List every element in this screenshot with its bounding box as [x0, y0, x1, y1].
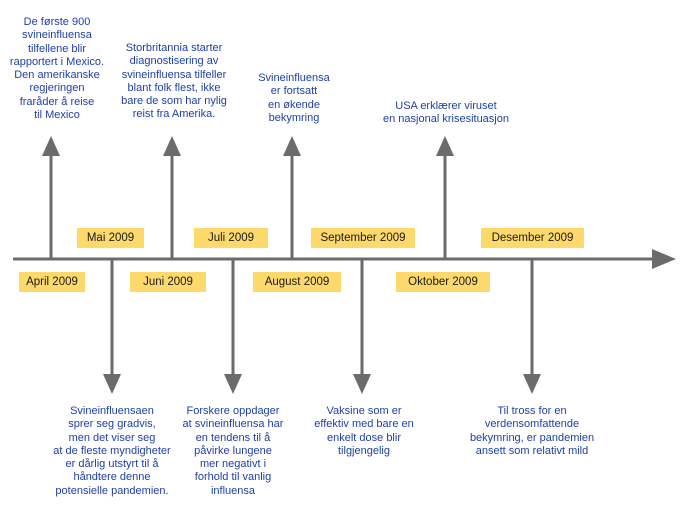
event-lungs-research: Forskere oppdager at svineinfluensa har … [182, 405, 284, 497]
month-label-august-2009: August 2009 [253, 272, 341, 292]
event-gradual-spread: Svineinfluensaen sprer seg gradvis, men … [53, 405, 171, 497]
axis-arrowhead [652, 249, 676, 269]
event-vaccine-available: Vaksine som er effektiv med bare en enke… [314, 405, 414, 457]
month-label-mai-2009: Mai 2009 [77, 228, 144, 248]
event-uk-diagnosis: Storbritannia starter diagnostisering av… [121, 42, 227, 121]
arrowhead-down-4 [523, 374, 541, 394]
month-label-juli-2009: Juli 2009 [194, 228, 268, 248]
arrowhead-up-4 [436, 136, 454, 156]
arrowhead-down-3 [353, 374, 371, 394]
event-april-mexico-cases: De første 900 svineinfluensa tilfellene … [9, 16, 105, 122]
arrowhead-down-2 [224, 374, 242, 394]
event-pandemic-mild: Til tross for en verdensomfattende bekym… [469, 405, 595, 457]
arrowhead-down-1 [103, 374, 121, 394]
month-label-juni-2009: Juni 2009 [130, 272, 206, 292]
month-label-desember-2009: Desember 2009 [481, 228, 584, 248]
event-growing-concern: Svineinfluensa er fortsatt en økende bek… [258, 72, 330, 124]
arrowhead-up-1 [42, 136, 60, 156]
month-label-september-2009: September 2009 [311, 228, 415, 248]
arrowhead-up-2 [163, 136, 181, 156]
month-label-april-2009: April 2009 [19, 272, 85, 292]
event-usa-emergency: USA erklærer viruset en nasjonal krisesi… [383, 100, 509, 126]
arrowhead-up-3 [283, 136, 301, 156]
month-label-oktober-2009: Oktober 2009 [396, 272, 490, 292]
